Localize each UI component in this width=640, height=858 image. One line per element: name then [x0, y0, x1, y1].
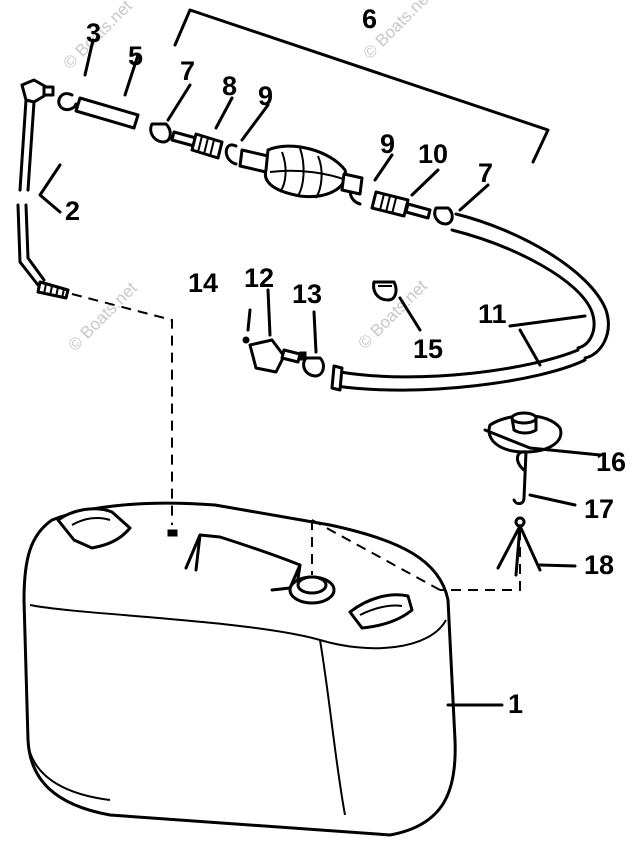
callouts: 1 2 3 5 6 7 7 8 9 9 10 11 12 13 14 15 16… — [65, 4, 626, 719]
o-ring-14 — [242, 336, 250, 344]
clamp-7 — [149, 122, 454, 226]
callout-9b: 9 — [380, 129, 395, 159]
hook-17 — [512, 450, 528, 505]
clamp-3 — [57, 92, 78, 112]
callout-10: 10 — [418, 139, 448, 169]
callout-9a: 9 — [258, 81, 273, 111]
fuel-fitting-12 — [248, 338, 307, 374]
hose-11 — [330, 212, 610, 392]
callout-16: 16 — [596, 447, 626, 477]
callout-3: 3 — [86, 18, 101, 48]
callout-14: 14 — [188, 268, 218, 298]
callout-8: 8 — [222, 71, 237, 101]
callout-11: 11 — [478, 299, 507, 329]
clamp-13 — [302, 356, 325, 378]
clip-15 — [372, 280, 398, 302]
hose-5 — [74, 96, 140, 130]
callout-2: 2 — [65, 196, 80, 226]
fuel-tank — [22, 501, 457, 837]
bracket-6 — [173, 8, 550, 164]
callout-12: 12 — [244, 263, 274, 293]
callout-13: 13 — [292, 279, 322, 309]
connector-8 — [170, 130, 224, 160]
retainer-18 — [311, 516, 542, 591]
callout-5: 5 — [128, 41, 143, 71]
watermark: © Boats.net — [64, 278, 141, 355]
callout-7a: 7 — [180, 56, 195, 86]
primer-bulb — [238, 144, 364, 199]
callout-6: 6 — [362, 4, 377, 34]
leader-lines — [38, 38, 602, 707]
pickup-tube — [16, 78, 173, 525]
callout-1: 1 — [508, 689, 523, 719]
callout-15: 15 — [413, 334, 443, 364]
filler-cap-16 — [487, 411, 563, 454]
callout-18: 18 — [584, 550, 614, 580]
callout-7b: 7 — [478, 158, 493, 188]
callout-17: 17 — [584, 494, 614, 524]
connector-10 — [370, 190, 432, 220]
